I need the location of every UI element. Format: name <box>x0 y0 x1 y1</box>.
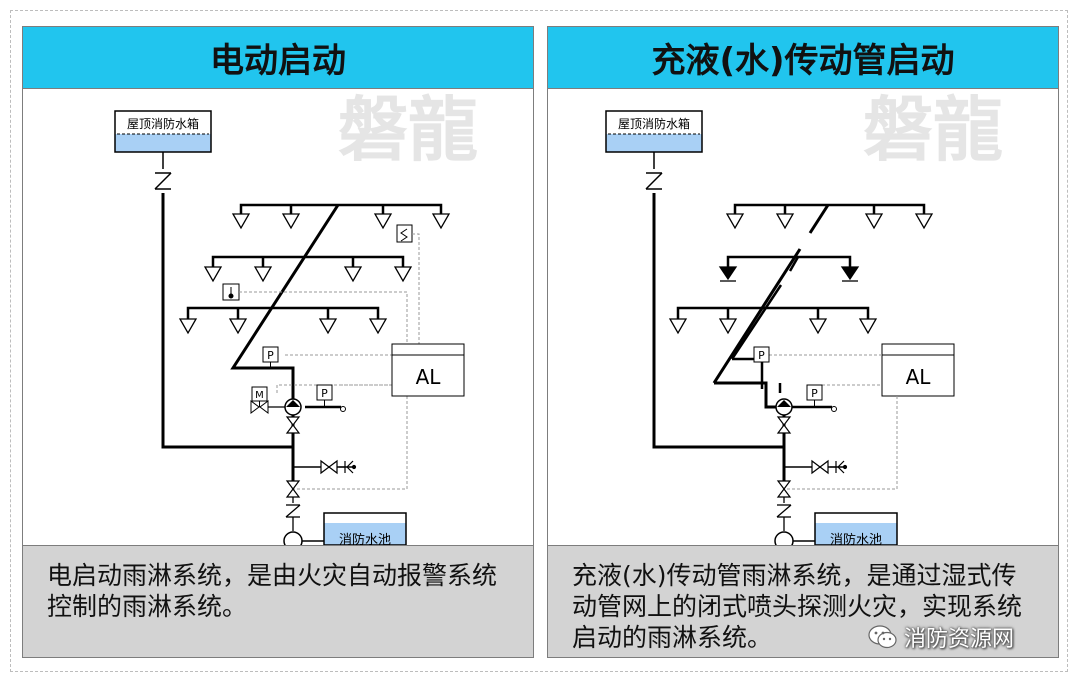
pool-label: 消防水池 <box>339 532 391 545</box>
roof-tank-label: 屋顶消防水箱 <box>618 116 690 131</box>
pressure-switch-upper: P <box>753 346 770 363</box>
svg-text:P: P <box>811 387 818 400</box>
sprinkler-branches <box>186 203 443 319</box>
liquid-pipe-diagram: 磐龍 屋顶消防水箱 <box>605 89 1003 545</box>
pool-label: 消防水池 <box>830 532 882 545</box>
svg-text:M: M <box>255 390 264 401</box>
roof-water-tank: 屋顶消防水箱 <box>605 110 703 153</box>
panel-title: 电动启动 <box>23 27 533 89</box>
outer-frame <box>10 10 1068 672</box>
svg-text:P: P <box>321 387 328 400</box>
svg-text:P: P <box>758 349 765 362</box>
pressure-switch-lower: P <box>316 384 333 407</box>
sprinkler-branches <box>676 203 926 319</box>
gate-valve-lower <box>776 480 792 498</box>
credit-watermark: 消防资源网 <box>868 622 1014 652</box>
gate-valve-upper <box>285 416 301 434</box>
check-valve-lower <box>776 497 792 531</box>
alarm-label: AL <box>416 365 442 389</box>
panel-description: 电启动雨淋系统，是由火灾自动报警系统控制的雨淋系统。 <box>23 545 533 657</box>
roof-tank-label: 屋顶消防水箱 <box>127 116 199 131</box>
gate-valve-upper <box>776 416 792 434</box>
test-line-valves <box>320 459 357 475</box>
closed-sprinkler-heads <box>718 266 860 282</box>
signal-wires <box>769 354 898 490</box>
watermark: 磐龍 <box>338 89 478 171</box>
alarm-label: AL <box>906 365 932 389</box>
signal-wires <box>239 233 420 490</box>
alarm-controller: AL <box>881 343 955 397</box>
solenoid-valve: M <box>250 386 269 414</box>
panel-liquid-pipe-start: 充液(水)传动管启动 磐龍 屋顶消防水箱 <box>547 26 1059 658</box>
roof-water-tank: 屋顶消防水箱 <box>114 110 212 153</box>
watermark: 磐龍 <box>863 89 1003 171</box>
panel-title: 充液(水)传动管启动 <box>548 27 1058 89</box>
pressure-switch-lower: P <box>806 384 823 407</box>
pressure-switch-upper: P <box>262 346 279 368</box>
deluge-valve <box>263 398 346 416</box>
open-sprinkler-heads <box>668 213 934 335</box>
transmission-pipe <box>730 256 800 393</box>
alarm-controller: AL <box>391 343 465 397</box>
main-riser <box>712 204 830 409</box>
fire-water-pool: 消防水池 <box>814 512 898 545</box>
electric-start-diagram: 磐龍 屋顶消防水箱 <box>114 89 478 545</box>
test-line-valves <box>811 459 848 475</box>
fire-pump <box>774 531 794 545</box>
check-valve-icon <box>154 152 172 190</box>
panel-description: 充液(水)传动管雨淋系统，是通过湿式传动管网上的闭式喷头探测火灾，实现系统启动的… <box>548 545 1058 657</box>
credit-text: 消防资源网 <box>904 627 1015 652</box>
fire-pump <box>283 531 303 545</box>
open-sprinkler-heads <box>178 213 451 335</box>
deluge-valve <box>775 398 837 416</box>
wechat-icon <box>868 625 897 649</box>
svg-text:P: P <box>267 349 274 362</box>
check-valve-lower <box>285 497 301 531</box>
panel-electric-start: 电动启动 磐龍 屋顶消防水箱 <box>22 26 534 658</box>
check-valve-icon <box>645 152 663 190</box>
fire-water-pool: 消防水池 <box>323 512 407 545</box>
